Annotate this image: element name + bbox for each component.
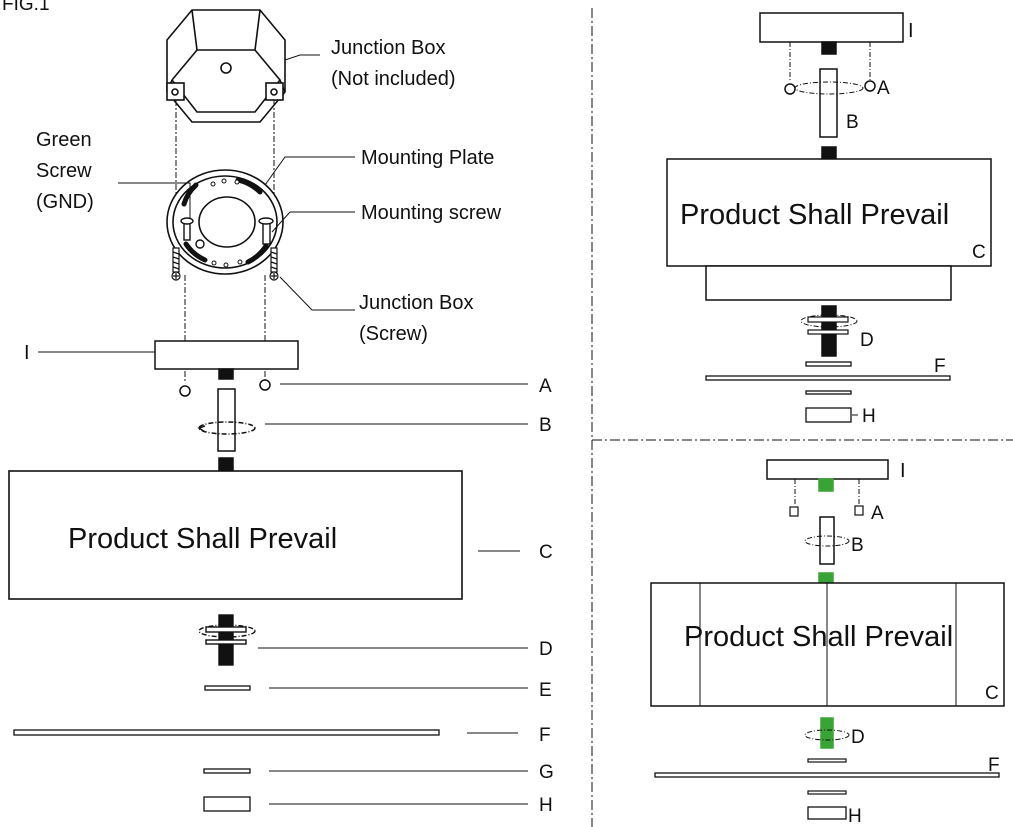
label-a-br: A [871,503,884,524]
label-d-tr: D [860,330,874,351]
callout-jb-screw-1: Junction Box [359,292,474,314]
label-e-left: E [539,680,552,701]
figure-label: FIG.1 [2,0,50,15]
label-i-tr: I [908,20,914,42]
label-i-br: I [900,460,906,482]
label-a-left: A [539,376,552,397]
product-text-bottom-right: Product Shall Prevail [684,621,953,653]
label-c-br: C [985,683,999,704]
canopy-left [154,340,299,397]
label-b-tr: B [846,112,859,133]
top-right-assembly [666,12,992,423]
label-h-left: H [539,795,553,816]
green-ground-screw [180,217,205,249]
label-c-left: C [539,542,553,563]
label-f-tr: F [934,356,946,377]
label-c-tr: C [972,242,986,263]
callout-not-included: (Not included) [331,68,456,90]
callout-leaders-left [38,54,528,805]
washer-e-left [204,685,251,691]
threaded-rod-left [198,614,256,666]
callout-green: Green [36,129,92,151]
product-text-top-right: Product Shall Prevail [680,199,949,231]
callout-gnd: (GND) [36,191,94,213]
label-g-left: G [539,762,554,783]
tube-left [197,388,256,471]
label-d-left: D [539,639,553,660]
callout-jb-screw-2: (Screw) [359,323,428,345]
washer-g-left [203,768,251,774]
label-b-br: B [851,535,864,556]
label-b-left: B [539,415,552,436]
mounting-plate [166,169,284,275]
junction-box [166,9,286,123]
callout-mounting-screw: Mounting screw [361,202,502,224]
label-h-br: H [848,806,862,827]
product-text-left: Product Shall Prevail [68,523,337,555]
callout-junction-box: Junction Box [331,37,446,59]
label-f-br: F [988,755,1000,776]
label-d-br: D [851,727,865,748]
product-body-left [8,470,463,600]
callout-mounting-plate: Mounting Plate [361,147,494,169]
bottom-right-assembly [650,459,1005,820]
mounting-screws [258,217,274,245]
glass-f-left [13,729,440,736]
finial-h-left [203,796,251,812]
panel-dividers [591,8,1013,827]
label-a-tr: A [877,78,890,99]
callout-screw: Screw [36,160,92,182]
label-i-left: I [24,342,30,364]
label-f-left: F [539,725,551,746]
label-h-tr: H [862,406,876,427]
junction-box-screws [171,247,279,281]
